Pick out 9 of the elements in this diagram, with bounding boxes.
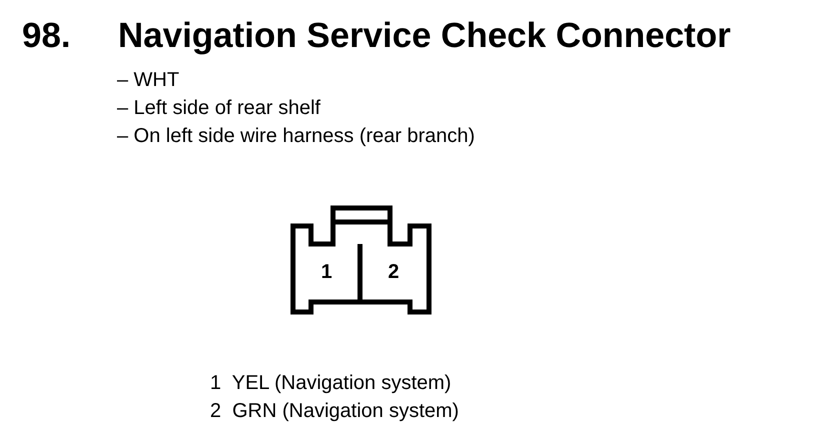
note: – Left side of rear shelf [117, 98, 320, 118]
pin-number: 2 [388, 262, 400, 282]
pin-number: 1 [321, 262, 332, 282]
note: – On left side wire harness (rear branch) [117, 126, 475, 146]
pin-description: 2 GRN (Navigation system) [210, 401, 459, 421]
note: – WHT [117, 70, 180, 90]
title: Navigation Service Check Connector [118, 18, 731, 53]
section-number: 98. [22, 18, 71, 53]
pin-description: 1 YEL (Navigation system) [210, 373, 452, 393]
